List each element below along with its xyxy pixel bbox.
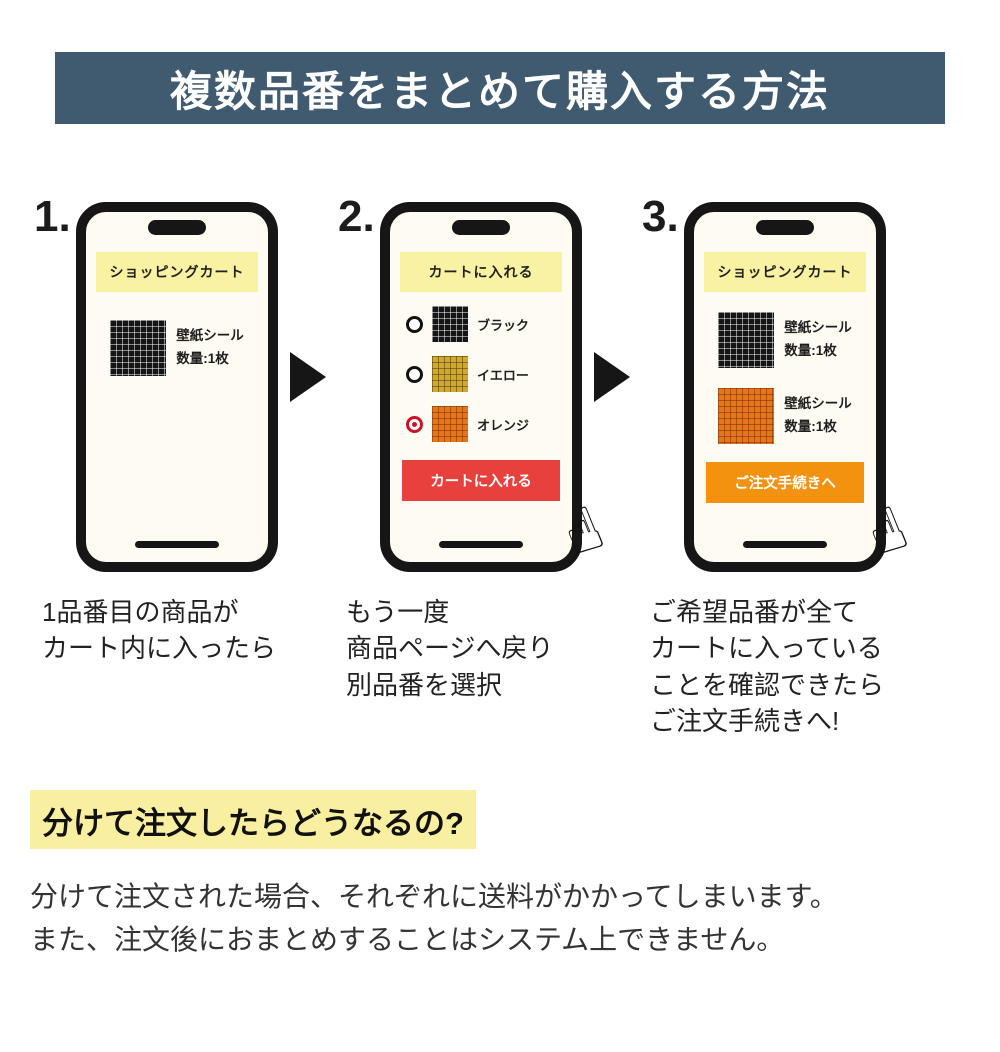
step-number: 2. (338, 192, 375, 241)
phone-frame: カートに入れる ブラック イエロー オレンジ カートに入れる ☝ (380, 202, 614, 572)
faq-heading: 分けて注文したらどうなるの? (30, 789, 476, 849)
caption-line: 商品ページへ戻り (346, 633, 554, 664)
faq-body-line: 分けて注文された場合、それぞれに送料がかかってしまいます。 (30, 880, 838, 912)
phone-home-indicator (743, 541, 827, 548)
arrow-right-icon (594, 352, 630, 402)
color-option-orange[interactable]: オレンジ (406, 406, 572, 442)
step-number: 1. (34, 192, 71, 241)
step-caption: もう一度 商品ページへ戻り 別品番を選択 (346, 594, 582, 703)
phone-frame: ショッピングカート 壁紙シール 数量:1枚 壁紙シール 数量:1枚 ご注文手続き (684, 202, 918, 572)
step-2: 2. カートに入れる ブラック イエロー オレンジ (338, 192, 614, 703)
caption-line: カートに入っている (650, 633, 883, 664)
color-option-black[interactable]: ブラック (406, 306, 572, 342)
hand-cursor-icon: ☝ (857, 492, 918, 572)
color-option-label: ブラック (477, 317, 530, 333)
caption-line: ことを確認できたら (650, 669, 885, 700)
faq-body-line: また、注文後におまとめすることはシステム上できません。 (30, 923, 785, 955)
product-swatch-black (718, 312, 775, 368)
page-title: 複数品番をまとめて購入する方法 (169, 67, 830, 115)
radio-unselected-icon[interactable] (406, 315, 423, 333)
hand-cursor-icon: ☝ (553, 492, 614, 572)
product-swatch-black (110, 320, 167, 376)
phone-notch (148, 220, 206, 235)
caption-line: 別品番を選択 (346, 669, 503, 700)
product-name: 壁紙シール (176, 328, 244, 344)
phone-frame: ショッピングカート 壁紙シール 数量:1枚 (76, 202, 278, 572)
cart-item: 壁紙シール 数量:1枚 (694, 388, 876, 444)
phone-home-indicator (439, 541, 523, 548)
product-quantity: 数量:1枚 (176, 351, 229, 366)
radio-unselected-icon[interactable] (406, 365, 423, 383)
cart-item: 壁紙シール 数量:1枚 (86, 320, 268, 376)
cart-banner: ショッピングカート (96, 252, 258, 292)
add-to-cart-button[interactable]: カートに入れる (402, 460, 560, 501)
color-option-label: オレンジ (477, 417, 530, 433)
color-option-yellow[interactable]: イエロー (406, 356, 572, 392)
step-3: 3. ショッピングカート 壁紙シール 数量:1枚 壁紙シール 数量:1枚 (642, 192, 918, 740)
phone-notch (452, 220, 510, 235)
header-banner: 複数品番をまとめて購入する方法 (55, 52, 945, 124)
product-name: 壁紙シール (784, 396, 852, 412)
product-quantity: 数量:1枚 (784, 419, 837, 434)
product-page-banner: カートに入れる (400, 252, 562, 292)
color-swatch-yellow (432, 356, 468, 392)
product-info: 壁紙シール 数量:1枚 (176, 325, 244, 371)
caption-line: カート内に入ったら (42, 633, 277, 664)
step-caption: ご希望品番が全て カートに入っている ことを確認できたら ご注文手続きへ! (650, 594, 886, 740)
radio-selected-icon[interactable] (406, 415, 423, 433)
phone-notch (756, 220, 814, 235)
caption-line: ご注文手続きへ! (650, 706, 840, 737)
phone-home-indicator (135, 541, 219, 548)
color-swatch-orange (432, 406, 468, 442)
product-swatch-orange (718, 388, 775, 444)
step-1: 1. ショッピングカート 壁紙シール 数量:1枚 1品番目の商品が カート内に入… (34, 192, 278, 667)
step-caption: 1品番目の商品が カート内に入ったら (42, 594, 278, 667)
cart-item: 壁紙シール 数量:1枚 (694, 312, 876, 368)
product-info: 壁紙シール 数量:1枚 (784, 393, 852, 439)
caption-line: 1品番目の商品が (42, 597, 239, 627)
cart-banner: ショッピングカート (704, 252, 866, 292)
color-option-label: イエロー (477, 367, 529, 383)
checkout-button[interactable]: ご注文手続きへ (706, 462, 864, 503)
product-info: 壁紙シール 数量:1枚 (784, 317, 852, 363)
faq-section: 分けて注文したらどうなるの? 分けて注文された場合、それぞれに送料がかかってしま… (30, 789, 1000, 962)
caption-line: ご希望品番が全て (650, 597, 859, 627)
step-number: 3. (642, 192, 679, 241)
color-swatch-black (432, 306, 468, 342)
caption-line: もう一度 (346, 597, 450, 627)
product-name: 壁紙シール (784, 320, 852, 336)
arrow-right-icon (290, 352, 326, 402)
product-quantity: 数量:1枚 (784, 343, 837, 358)
steps-row: 1. ショッピングカート 壁紙シール 数量:1枚 1品番目の商品が カート内に入… (0, 192, 1000, 740)
faq-body: 分けて注文された場合、それぞれに送料がかかってしまいます。 また、注文後におまと… (30, 875, 1000, 962)
